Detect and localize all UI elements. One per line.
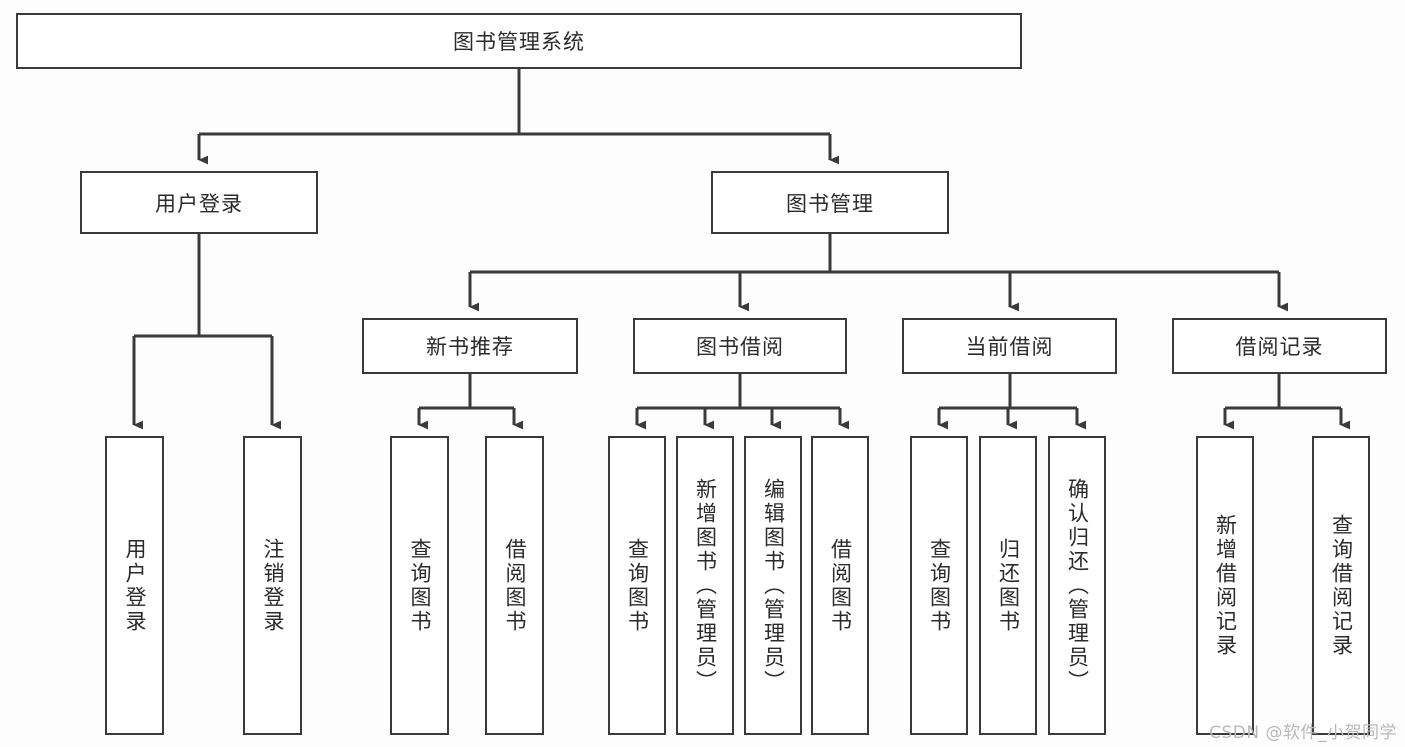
leaf-current-borrow-return[interactable]: 归还图书 (979, 436, 1037, 735)
node-book-borrow[interactable]: 图书借阅 (633, 318, 847, 374)
node-label: 图书管理 (786, 191, 874, 216)
leaf-new-book-borrow[interactable]: 借阅图书 (485, 436, 544, 735)
node-borrow-record[interactable]: 借阅记录 (1172, 318, 1387, 374)
leaf-book-borrow-add[interactable]: 新增图书（管理员） (676, 436, 734, 735)
node-book-management[interactable]: 图书管理 (711, 171, 949, 234)
node-label: 用户登录 (123, 537, 147, 634)
node-label: 借阅图书 (828, 537, 853, 634)
node-user-login[interactable]: 用户登录 (80, 171, 318, 234)
node-current-borrow[interactable]: 当前借阅 (902, 318, 1117, 374)
node-label: 查询图书 (625, 537, 650, 634)
node-label: 新书推荐 (426, 335, 514, 359)
node-label: 借阅记录 (1235, 335, 1324, 359)
node-label: 注销登录 (261, 537, 285, 634)
node-label: 用户登录 (155, 191, 243, 216)
leaf-book-borrow-query[interactable]: 查询图书 (608, 436, 666, 735)
leaf-borrow-record-add[interactable]: 新增借阅记录 (1196, 436, 1254, 735)
node-label: 查询借阅记录 (1329, 513, 1354, 658)
node-label: 编辑图书（管理员） (761, 477, 786, 694)
node-label: 当前借阅 (965, 335, 1054, 359)
leaf-borrow-record-query[interactable]: 查询借阅记录 (1312, 436, 1370, 735)
leaf-user-login-login[interactable]: 用户登录 (105, 436, 164, 735)
leaf-current-borrow-query[interactable]: 查询图书 (910, 436, 968, 735)
leaf-new-book-query[interactable]: 查询图书 (390, 436, 449, 735)
leaf-user-login-logout[interactable]: 注销登录 (243, 436, 302, 735)
leaf-current-borrow-confirm-return[interactable]: 确认归还（管理员） (1048, 436, 1106, 735)
node-label: 图书借阅 (696, 335, 784, 359)
node-label: 归还图书 (996, 537, 1021, 634)
node-label: 图书管理系统 (453, 30, 585, 54)
leaf-book-borrow-borrow[interactable]: 借阅图书 (811, 436, 869, 735)
node-label: 查询图书 (408, 537, 432, 634)
node-root-book-management-system[interactable]: 图书管理系统 (16, 13, 1022, 69)
node-label: 查询图书 (927, 537, 952, 634)
leaf-book-borrow-edit[interactable]: 编辑图书（管理员） (744, 436, 802, 735)
node-label: 确认归还（管理员） (1065, 477, 1090, 694)
node-label: 新增图书（管理员） (693, 477, 718, 694)
node-new-book-recommend[interactable]: 新书推荐 (362, 318, 578, 374)
csdn-watermark: CSDN @软件_小贺同学 (1209, 723, 1397, 743)
node-label: 借阅图书 (503, 537, 527, 634)
node-label: 新增借阅记录 (1213, 513, 1238, 658)
